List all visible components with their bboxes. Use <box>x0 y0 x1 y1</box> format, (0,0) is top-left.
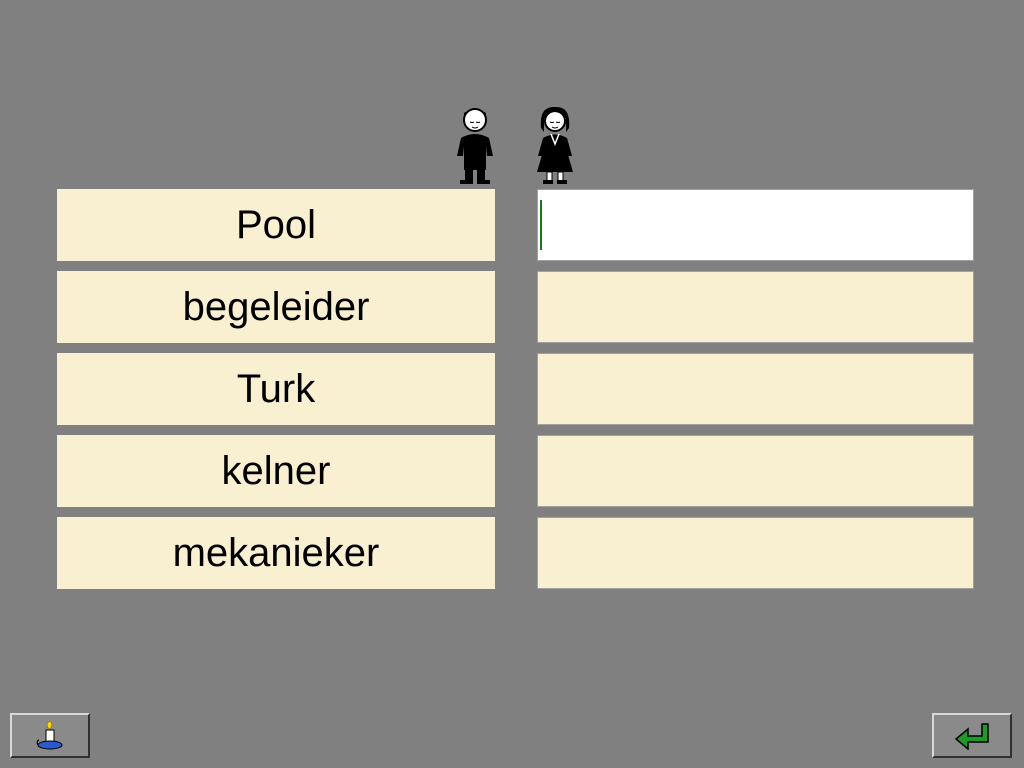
word-cell: Pool <box>57 189 495 261</box>
help-button[interactable] <box>10 713 90 758</box>
answer-input[interactable] <box>537 353 974 425</box>
answer-input[interactable] <box>537 517 974 589</box>
enter-return-arrow-icon <box>954 722 989 750</box>
word-cell: mekanieker <box>57 517 495 589</box>
answer-input[interactable] <box>537 271 974 343</box>
text-cursor <box>540 200 542 250</box>
submit-button[interactable] <box>932 713 1012 758</box>
answer-input[interactable] <box>537 435 974 507</box>
male-person-icon <box>457 108 493 184</box>
word-cell: begeleider <box>57 271 495 343</box>
word-cell: Turk <box>57 353 495 425</box>
answer-input[interactable] <box>537 189 974 261</box>
word-cell: kelner <box>57 435 495 507</box>
candle-icon <box>36 720 63 749</box>
female-person-icon <box>537 106 573 184</box>
